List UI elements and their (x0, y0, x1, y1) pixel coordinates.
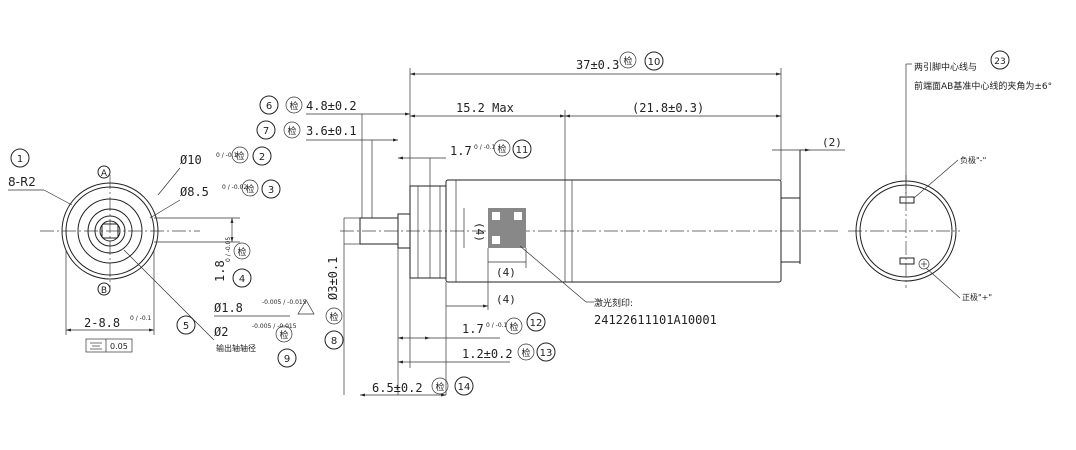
bubble-4 (232, 268, 252, 288)
length-ref: (21.8±0.3) (632, 101, 704, 115)
laser-code: 24122611101A10001 (594, 313, 717, 327)
bubble-23 (990, 50, 1010, 70)
laser-note: 激光刻印: (594, 297, 633, 309)
dim-3-6: 3.6±0.1 (306, 124, 357, 138)
width-tolerance: 0 / -0.1 (130, 315, 152, 322)
bubble-13 (536, 342, 556, 362)
bubble-1 (10, 148, 30, 168)
bubble-9-number: 9 (284, 354, 290, 365)
symmetry-frame (85, 338, 133, 353)
bubble-3-number: 3 (268, 185, 274, 196)
positive-label: 正极"+" (962, 292, 992, 302)
dim-4-offset: (4) (496, 293, 516, 306)
dia-8-5-tolerance: 0 / -0.02 (222, 184, 247, 191)
bubble-12 (526, 312, 546, 332)
angle-note-line-1: 两引脚中心线与 (914, 61, 977, 73)
svg-text:检: 检 (497, 143, 506, 155)
bubble-5-number: 5 (183, 321, 189, 332)
length-max: 15.2 Max (456, 101, 514, 115)
svg-text:检: 检 (435, 381, 444, 393)
dim-1-2: 1.2±0.2 (462, 347, 513, 361)
shaft-dia-1-tolerance: -0.005 / -0.015 (262, 299, 307, 306)
bubble-6 (259, 95, 279, 115)
bubble-11 (512, 139, 532, 159)
total-length: 37±0.3 (576, 58, 619, 72)
shaft-diameter: Ø3±0.1 (326, 257, 340, 300)
bubble-8-number: 8 (331, 336, 337, 347)
flat-tolerance: 0 / -0.05 (225, 237, 232, 262)
flat-dimension: 1.8 (213, 260, 227, 282)
dia-8-5-label: Ø8.5 (180, 185, 209, 199)
bubble-5 (176, 315, 196, 335)
datum-a-bubble (97, 165, 111, 179)
bubble-11-number: 11 (516, 145, 529, 156)
dim-1-7-bottom-tolerance: 0 / -0.1 (486, 322, 508, 329)
dim-6-5: 6.5±0.2 (372, 381, 423, 395)
svg-text:检: 检 (509, 321, 518, 333)
bubble-10-number: 10 (648, 57, 661, 68)
svg-text:检: 检 (245, 183, 254, 195)
shaft-dia-1: Ø1.8 (214, 301, 243, 315)
negative-label: 负极"-" (960, 155, 986, 165)
bubble-6-number: 6 (266, 101, 272, 112)
width-dimension: 2-8.8 (84, 316, 120, 330)
inspect-mark: 检 (235, 150, 244, 162)
shaft-dia-2-tolerance: -0.005 / -0.015 (252, 323, 297, 330)
bubble-23-number: 23 (994, 57, 1005, 67)
dia-10-tolerance: 0 / -0.1 (216, 152, 238, 159)
bubble-3 (261, 179, 281, 199)
side-dimensions: 37±0.3 检 10 15.2 Max (21.8±0.3) (2) 6 检 … (256, 51, 845, 397)
pin-length: (2) (822, 136, 842, 149)
bubble-10 (644, 51, 664, 71)
negative-terminal (899, 196, 915, 204)
svg-text:检: 检 (289, 100, 298, 112)
dim-1-7-bottom: 1.7 (462, 322, 484, 336)
dim-4-8: 4.8±0.2 (306, 99, 357, 113)
front-view: A B 1 8-R2 2-8.8 0 / -0.1 5 0.05 (8, 148, 200, 353)
bubble-9 (277, 348, 297, 368)
bubble-14-number: 14 (458, 382, 471, 393)
svg-text:检: 检 (623, 55, 632, 67)
symmetry-value: 0.05 (110, 342, 128, 351)
dia-10-label: Ø10 (180, 153, 202, 167)
dim-1-7-top: 1.7 (450, 144, 472, 158)
bubble-2 (252, 146, 272, 166)
bubble-1-number: 1 (17, 154, 23, 165)
side-view (340, 150, 840, 283)
shaft-dia-2: Ø2 (214, 325, 228, 339)
bubble-8 (324, 330, 344, 350)
bubble-14 (454, 376, 474, 396)
svg-text:检: 检 (237, 246, 246, 258)
radius-label: 8-R2 (8, 175, 36, 189)
dim-4-vertical: (4) (473, 222, 486, 242)
svg-text:检: 检 (329, 311, 338, 323)
rear-view: 两引脚中心线与 前端面AB基准中心线的夹角为±6° 23 负极"-" 正极"+" (848, 50, 1052, 302)
datum-b-bubble (97, 282, 111, 296)
bubble-2-number: 2 (259, 152, 265, 163)
bubble-13-number: 13 (540, 348, 553, 359)
svg-text:检: 检 (279, 329, 288, 341)
bubble-4-number: 4 (239, 274, 245, 285)
dim-1-7-top-tolerance: 0 / -0.1 (474, 144, 496, 151)
angle-note-line-2: 前端面AB基准中心线的夹角为±6° (914, 80, 1052, 92)
datum-a: A (101, 169, 108, 179)
bubble-12-number: 12 (530, 318, 543, 329)
svg-text:检: 检 (521, 347, 530, 359)
datum-b: B (101, 286, 107, 296)
bubble-7 (256, 120, 276, 140)
positive-terminal (899, 257, 915, 265)
dim-4-horizontal: (4) (496, 266, 516, 279)
svg-text:检: 检 (287, 125, 296, 137)
front-callouts: Ø10 0 / -0.1 检 2 Ø8.5 0 / -0.02 检 3 1.8 … (123, 146, 315, 368)
bubble-7-number: 7 (263, 126, 269, 137)
shaft-note: 输出轴轴径 (216, 343, 256, 353)
